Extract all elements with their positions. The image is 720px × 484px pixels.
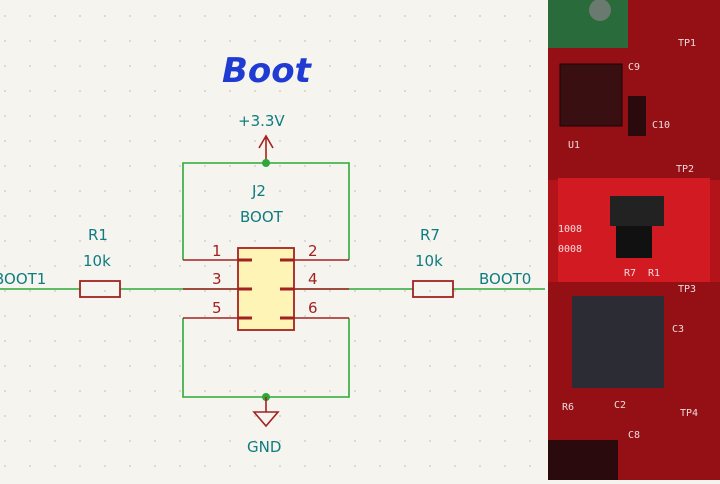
silk-13: C8 — [628, 430, 640, 441]
j2-value: BOOT — [240, 208, 284, 226]
power-symbol[interactable]: +3.3V — [238, 112, 285, 162]
net-label-boot0[interactable]: BOOT0 — [479, 270, 531, 288]
pin-1-number: 1 — [212, 242, 222, 260]
r1-ref: R1 — [88, 226, 108, 244]
r7-value: 10k — [415, 252, 443, 270]
pin-4-number: 4 — [308, 270, 318, 288]
silk-12: TP4 — [680, 408, 698, 419]
regulator-chip — [559, 63, 623, 127]
power-label: +3.3V — [238, 112, 285, 130]
pcb-photo: TP1 C9 C10 U1 TP2 1008 0008 R7 R1 TP3 C3… — [548, 0, 720, 480]
schematic-canvas[interactable]: Boot +3.3V J2 BOOT — [0, 0, 548, 480]
terminal-block — [548, 0, 628, 48]
silk-10: C3 — [672, 324, 684, 335]
r7-ref: R7 — [420, 226, 440, 244]
silk-14: R6 — [562, 402, 574, 413]
sheet-title: Boot — [222, 51, 313, 91]
silk-9: TP3 — [678, 284, 696, 295]
silk-3: U1 — [568, 140, 580, 151]
r1-value: 10k — [83, 252, 111, 270]
pin-6-number: 6 — [308, 299, 318, 317]
r7-body — [412, 280, 454, 298]
ground-icon — [252, 411, 280, 428]
j2-ref: J2 — [251, 182, 266, 200]
jumper-cap — [610, 196, 664, 226]
pin-5-number: 5 — [212, 299, 222, 317]
silk-8: R1 — [648, 268, 660, 279]
ground-label: GND — [247, 438, 281, 456]
capacitor-c10 — [628, 96, 646, 136]
r1-body — [79, 280, 121, 298]
resistor-r7[interactable]: R7 10k — [412, 226, 454, 298]
contact-marks — [238, 258, 294, 320]
power-arrow-icon — [258, 134, 274, 149]
connector-j2[interactable]: J2 BOOT 1 2 3 4 5 6 — [183, 182, 349, 331]
resistor-r1[interactable]: R1 10k — [79, 226, 121, 298]
silk-4: TP2 — [676, 164, 694, 175]
jumper-pins — [616, 226, 652, 258]
silk-5: 1008 — [558, 224, 582, 235]
silk-7: R7 — [624, 268, 636, 279]
bottom-component — [548, 440, 618, 480]
pin-2-number: 2 — [308, 242, 318, 260]
silk-0: TP1 — [678, 38, 696, 49]
terminal-screw-icon — [589, 0, 611, 21]
silk-1: C9 — [628, 62, 640, 73]
pin-3-number: 3 — [212, 270, 222, 288]
silk-2: C10 — [652, 120, 670, 131]
grid-dots — [0, 0, 548, 480]
mcu-chip — [572, 296, 664, 388]
silk-6: 0008 — [558, 244, 582, 255]
silk-11: C2 — [614, 400, 626, 411]
ground-symbol[interactable]: GND — [247, 397, 281, 456]
junction-top — [262, 159, 270, 167]
